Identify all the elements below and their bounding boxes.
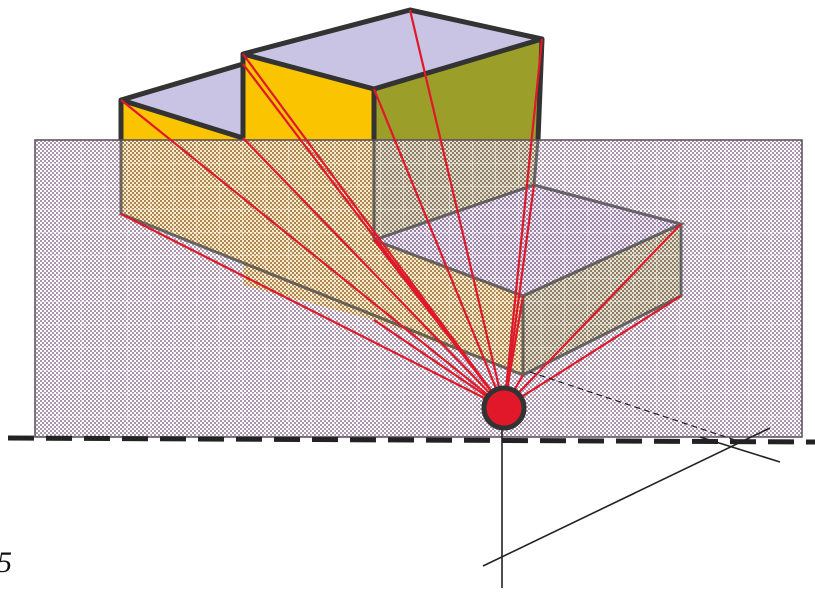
left-block-top-cap	[121, 64, 243, 138]
visual-ray	[372, 88, 506, 409]
tall-block-top-face	[243, 10, 542, 89]
picture-plane-border	[34, 139, 803, 438]
visual-ray	[373, 319, 505, 409]
visual-ray	[502, 38, 544, 409]
visual-ray	[408, 9, 506, 409]
solid-edges	[118, 7, 545, 141]
visual-ray	[502, 184, 536, 409]
visual-ray	[242, 137, 505, 409]
picture-plane-grid	[35, 140, 802, 437]
dashed-projection-line	[529, 371, 736, 441]
construction-lines	[482, 371, 781, 588]
visual-ray	[120, 213, 505, 409]
visual-rays	[120, 9, 682, 409]
ground-line	[7, 435, 815, 445]
visual-ray	[503, 223, 682, 409]
figure-number-label: 5	[0, 548, 12, 578]
station-point-dot	[481, 385, 527, 431]
diagonal-construction-line	[482, 427, 771, 567]
visual-ray	[242, 53, 505, 409]
visual-ray	[373, 239, 505, 409]
visual-ray	[503, 295, 682, 409]
visual-ray	[120, 99, 505, 409]
